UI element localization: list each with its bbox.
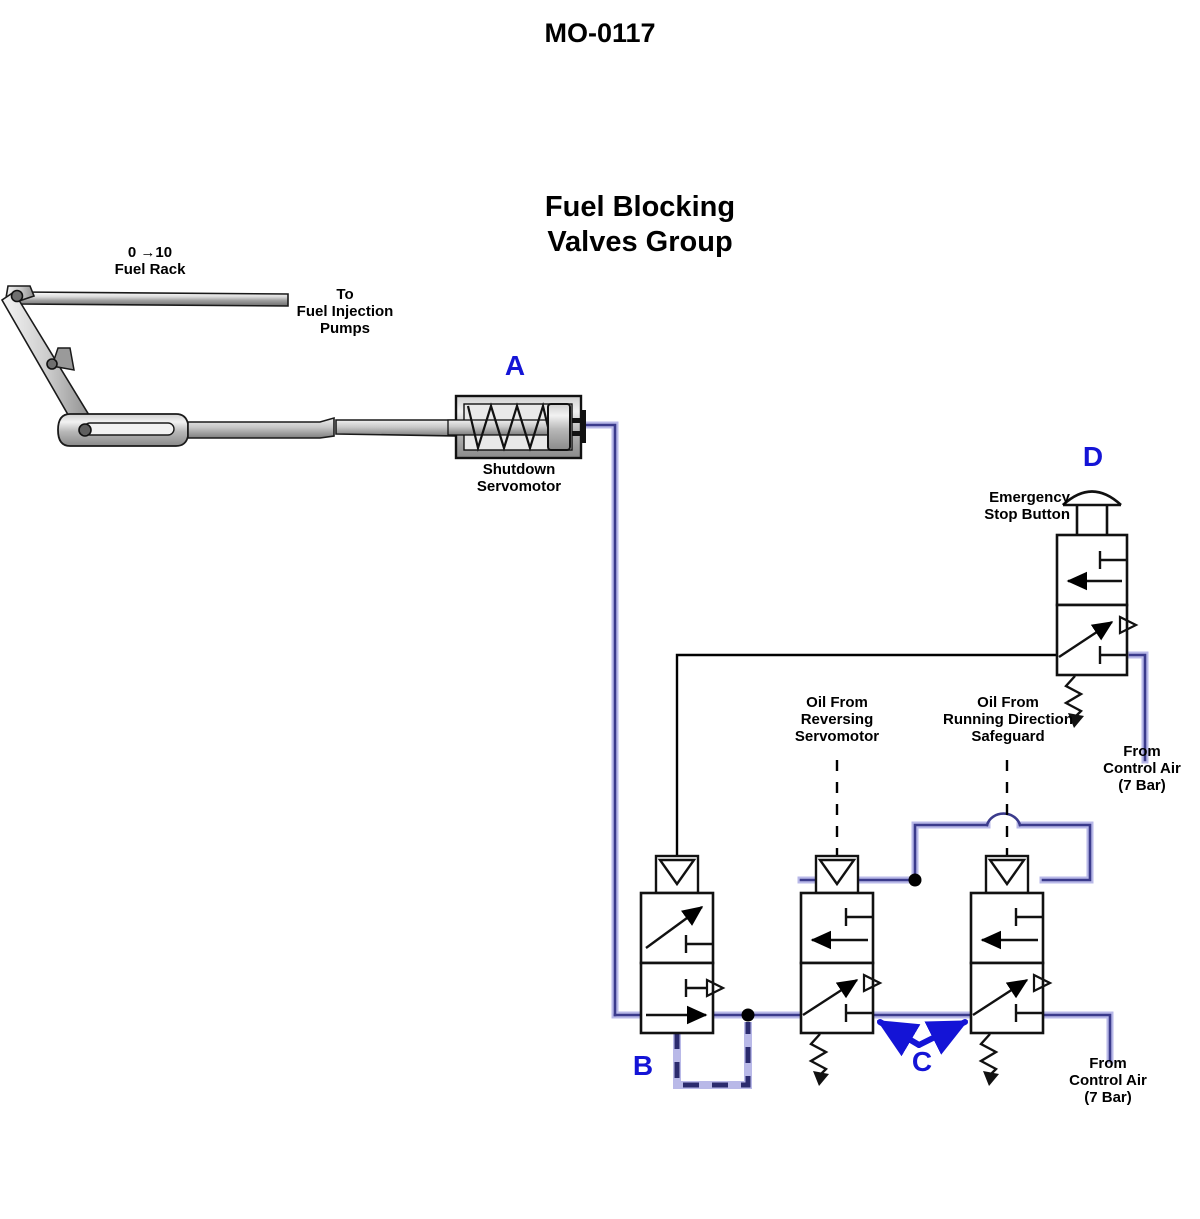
tag-a: A	[504, 350, 526, 381]
tag-c: C	[911, 1046, 933, 1077]
tag-c-pointer	[876, 1019, 969, 1057]
valve-d-emergency-stop[interactable]	[1055, 490, 1139, 729]
valve-a-shutdown-servomotor[interactable]	[447, 394, 586, 460]
control-air-bottom-label: From Control Air (7 Bar)	[1069, 1055, 1147, 1106]
pipe-junction-dot	[741, 1008, 755, 1022]
valve-b[interactable]	[639, 854, 726, 1035]
oil-from-reversing-servomotor-label: Oil From Reversing Servomotor	[794, 694, 880, 745]
shutdown-servomotor-label: Shutdown Servomotor	[476, 461, 562, 495]
oil-from-running-direction-safeguard-label: Oil From Running Direction Safeguard	[943, 694, 1073, 745]
valve-c-right[interactable]	[969, 854, 1053, 1086]
pilot-line-d-to-b	[675, 653, 1057, 856]
tag-d: D	[1082, 441, 1104, 472]
oil-signal-lines	[835, 760, 1009, 856]
fuel-rack-label: 0 →10 Fuel Rack	[114, 244, 186, 278]
document-code: MO-0117	[544, 18, 656, 48]
fuel-rack-linkage	[0, 285, 461, 447]
valve-b-exhaust-dashed	[673, 1022, 752, 1089]
group-title: Fuel Blocking Valves Group	[544, 191, 736, 258]
control-air-top-label: From Control Air (7 Bar)	[1103, 743, 1181, 794]
tag-b: B	[632, 1050, 654, 1081]
valve-c-left[interactable]	[799, 854, 883, 1086]
emergency-stop-button-label: Emergency Stop Button	[984, 489, 1070, 523]
to-fuel-injection-pumps-label: To Fuel Injection Pumps	[296, 286, 394, 337]
pipe-junction-dot	[908, 873, 922, 887]
